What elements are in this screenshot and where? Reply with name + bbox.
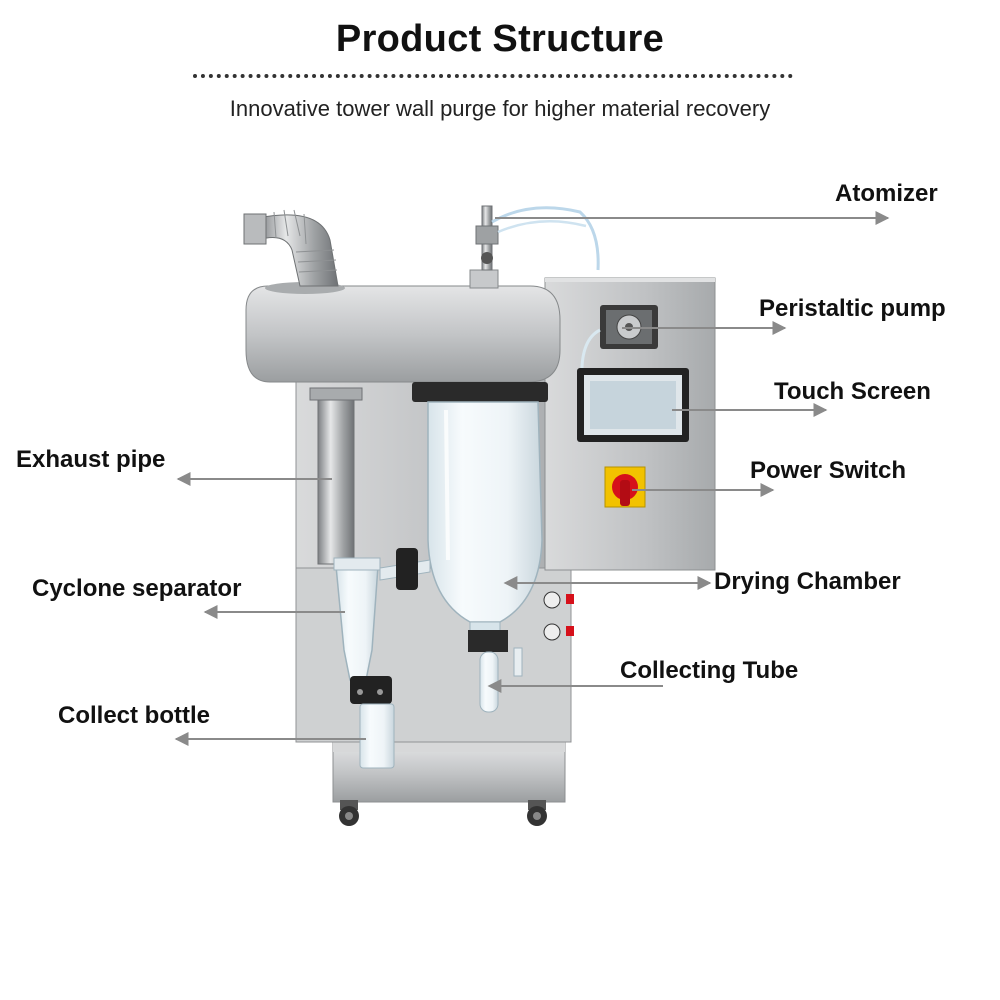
title-divider xyxy=(193,74,793,78)
wheel-right-icon xyxy=(527,800,547,826)
leader-lines xyxy=(174,211,890,746)
atomizer-nozzle xyxy=(475,205,600,271)
label-atomizer: Atomizer xyxy=(835,180,938,207)
page-title: Product Structure xyxy=(335,18,665,60)
exhaust-hose xyxy=(243,209,339,287)
label-power-switch: Power Switch xyxy=(750,457,907,484)
collect-bottle xyxy=(350,676,395,769)
label-drying-chamber: Drying Chamber xyxy=(714,568,901,595)
exhaust-pipe xyxy=(309,387,363,565)
gauge-icons xyxy=(543,591,574,641)
label-collect-bottle: Collect bottle xyxy=(58,702,211,729)
page-subtitle: Innovative tower wall purge for higher m… xyxy=(229,96,771,121)
touch-screen xyxy=(577,368,689,442)
cyclone-separator xyxy=(333,548,431,681)
label-collecting-tube: Collecting Tube xyxy=(620,657,799,684)
wheel-left-icon xyxy=(339,800,359,826)
label-exhaust-pipe: Exhaust pipe xyxy=(16,446,166,473)
label-peristaltic-pump: Peristaltic pump xyxy=(759,295,946,322)
label-cyclone-separator: Cyclone separator xyxy=(32,575,242,602)
power-switch xyxy=(604,466,646,508)
drying-chamber xyxy=(412,382,548,652)
top-housing xyxy=(245,269,561,383)
label-touch-screen: Touch Screen xyxy=(774,378,931,405)
